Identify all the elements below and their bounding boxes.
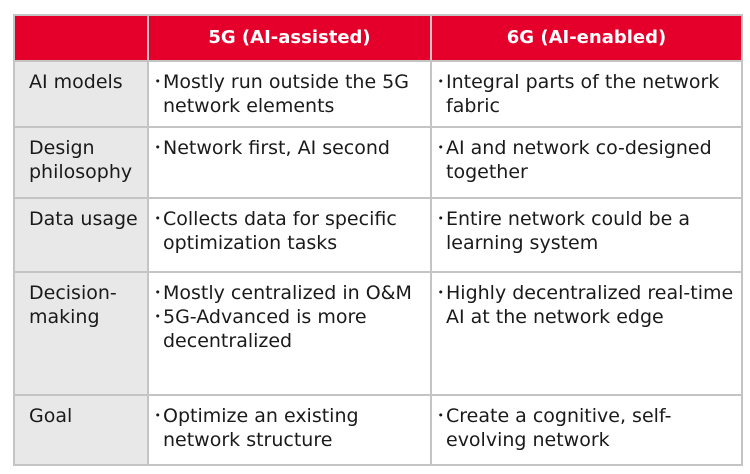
bullet-item: ･Create a cognitive, self-evolving netwo… (436, 404, 741, 452)
row-label: Data usage (13, 197, 149, 273)
bullet-item: ･AI and network co-designed together (436, 136, 741, 184)
table-row: Decision-making･Mostly centralized in O&… (13, 271, 743, 396)
bullet-text: Entire network could be a learning syste… (446, 208, 691, 254)
header-6g: 6G (AI-enabled) (430, 14, 743, 62)
cell-g5: ･Network first, AI second (147, 126, 432, 199)
cell-g5: ･Optimize an existing network structure (147, 394, 432, 466)
bullet-item: ･Mostly centralized in O&M (153, 281, 430, 305)
bullet-icon: ･ (153, 282, 163, 304)
bullet-icon: ･ (153, 137, 163, 159)
cell-g6: ･Integral parts of the network fabric (430, 60, 743, 128)
header-row: 5G (AI-assisted) 6G (AI-enabled) (13, 14, 743, 62)
comparison-table: 5G (AI-assisted) 6G (AI-enabled) AI mode… (13, 14, 743, 466)
cell-g5: ･Collects data for specific optimization… (147, 197, 432, 273)
row-label: AI models (13, 60, 149, 128)
bullet-icon: ･ (436, 71, 446, 93)
bullet-text: Network first, AI second (163, 137, 390, 159)
bullet-item: ･Collects data for specific optimization… (153, 207, 430, 255)
table-row: Goal･Optimize an existing network struct… (13, 394, 743, 466)
bullet-icon: ･ (436, 208, 446, 230)
row-label: Goal (13, 394, 149, 466)
bullet-item: ･Optimize an existing network structure (153, 404, 430, 452)
bullet-text: Optimize an existing network structure (163, 405, 359, 451)
bullet-item: ･Entire network could be a learning syst… (436, 207, 741, 255)
table-row: Design philosophy･Network first, AI seco… (13, 126, 743, 199)
bullet-icon: ･ (153, 405, 163, 427)
bullet-icon: ･ (153, 71, 163, 93)
cell-g6: ･Entire network could be a learning syst… (430, 197, 743, 273)
bullet-icon: ･ (153, 306, 163, 328)
bullet-icon: ･ (436, 137, 446, 159)
cell-g6: ･Create a cognitive, self-evolving netwo… (430, 394, 743, 466)
bullet-text: Create a cognitive, self-evolving networ… (446, 405, 672, 451)
cell-g6: ･Highly decentralized real-time AI at th… (430, 271, 743, 396)
cell-g5: ･Mostly run outside the 5G network eleme… (147, 60, 432, 128)
row-label: Design philosophy (13, 126, 149, 199)
bullet-item: ･Mostly run outside the 5G network eleme… (153, 70, 430, 118)
bullet-text: Integral parts of the network fabric (446, 71, 720, 117)
table-row: Data usage･Collects data for specific op… (13, 197, 743, 273)
cell-g6: ･AI and network co-designed together (430, 126, 743, 199)
table-row: AI models･Mostly run outside the 5G netw… (13, 60, 743, 128)
header-5g: 5G (AI-assisted) (147, 14, 432, 62)
bullet-text: Highly decentralized real-time AI at the… (446, 282, 734, 328)
bullet-text: 5G-Advanced is more decentralized (163, 306, 367, 352)
bullet-item: ･Integral parts of the network fabric (436, 70, 741, 118)
bullet-text: Mostly centralized in O&M (163, 282, 412, 304)
header-empty (13, 14, 149, 62)
bullet-text: AI and network co-designed together (446, 137, 712, 183)
bullet-item: ･5G-Advanced is more decentralized (153, 305, 430, 353)
row-label: Decision-making (13, 271, 149, 396)
bullet-item: ･Highly decentralized real-time AI at th… (436, 281, 741, 329)
bullet-item: ･Network first, AI second (153, 136, 430, 160)
bullet-icon: ･ (436, 405, 446, 427)
bullet-text: Collects data for specific optimization … (163, 208, 397, 254)
bullet-text: Mostly run outside the 5G network elemen… (163, 71, 409, 117)
cell-g5: ･Mostly centralized in O&M･5G-Advanced i… (147, 271, 432, 396)
bullet-icon: ･ (436, 282, 446, 304)
bullet-icon: ･ (153, 208, 163, 230)
